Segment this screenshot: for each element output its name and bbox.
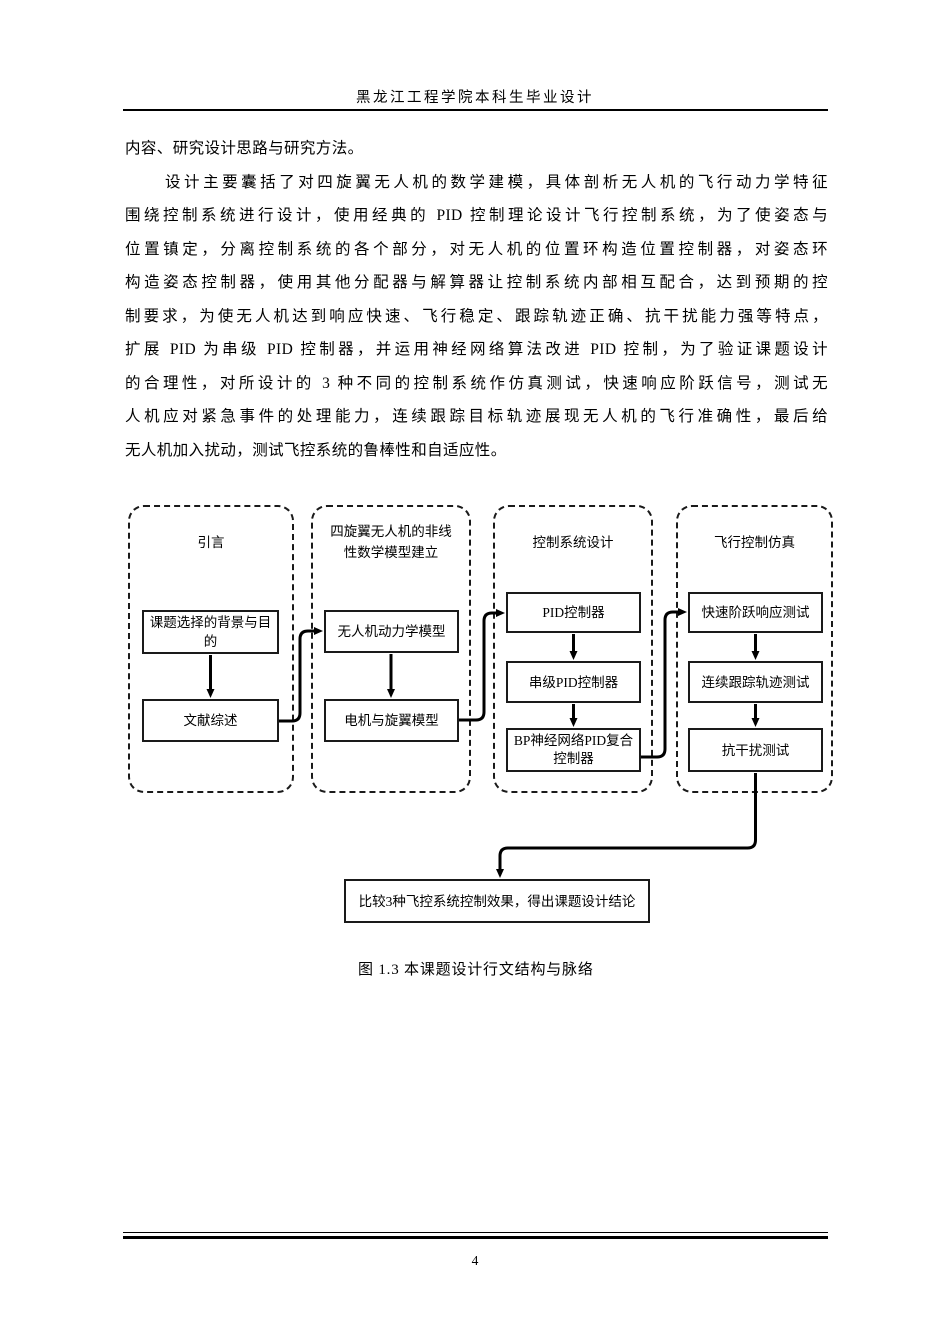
flowchart-node: PID控制器 — [506, 592, 641, 633]
paragraph-line: 人机应对紧急事件的处理能力，连续跟踪目标轨迹展现无人机的飞行准确性，最后给 — [125, 408, 828, 425]
stage-title: 四旋翼无人机的非线性数学模型建立 — [311, 518, 471, 566]
flowchart-conclusion-node: 比较3种飞控系统控制效果，得出课题设计结论 — [344, 879, 650, 923]
page-header-title: 黑龙江工程学院本科生毕业设计 — [356, 90, 594, 106]
paragraph-line: 位置镇定，分离控制系统的各个部分，对无人机的位置环构造位置控制器，对姿态环 — [125, 240, 828, 258]
stage-title: 引言 — [128, 518, 294, 566]
paragraph-line: 制要求，为使无人机达到响应快速、飞行稳定、跟踪轨迹正确、抗干扰能力强等特点， — [125, 307, 828, 325]
paragraph-line: 扩展 PID 为串级 PID 控制器，并运用神经网络算法改进 PID 控制，为了… — [125, 341, 828, 358]
flowchart-node: BP神经网络PID复合控制器 — [506, 728, 641, 772]
footer-rule-thick — [123, 1236, 828, 1239]
flowchart-node: 课题选择的背景与目的 — [142, 610, 279, 654]
flowchart-node: 文献综述 — [142, 699, 279, 742]
paragraph-line: 围绕控制系统进行设计，使用经典的 PID 控制理论设计飞行控制系统，为了使姿态与 — [125, 207, 828, 224]
stage-title-text: 四旋翼无人机的非线性数学模型建立 — [330, 524, 452, 560]
body-text: 内容、研究设计思路与研究方法。 设计主要囊括了对四旋翼无人机的数学建模，具体剖析… — [125, 137, 828, 472]
stage-title-text: 控制系统设计 — [532, 534, 614, 550]
stage-title: 控制系统设计 — [493, 518, 653, 566]
stage-title: 飞行控制仿真 — [676, 518, 833, 566]
flowchart-node: 串级PID控制器 — [506, 661, 641, 703]
paragraph-line: 构造姿态控制器，使用其他分配器与解算器让控制系统内部相互配合，达到预期的控 — [125, 274, 828, 291]
page-number: 4 — [471, 1253, 479, 1268]
flowchart-node: 电机与旋翼模型 — [324, 699, 459, 742]
paragraph-line: 内容、研究设计思路与研究方法。 — [125, 140, 364, 157]
paragraph-line: 的合理性，对所设计的 3 种不同的控制系统作仿真测试，快速响应阶跃信号，测试无 — [125, 374, 828, 392]
header-rule — [123, 109, 828, 111]
paragraph-line: 无人机加入扰动，测试飞控系统的鲁棒性和自适应性。 — [125, 441, 507, 459]
flowchart-node: 连续跟踪轨迹测试 — [688, 661, 823, 703]
figure-caption: 图 1.3 本课题设计行文结构与脉络 — [358, 962, 594, 978]
stage-title-text: 引言 — [197, 534, 225, 550]
flowchart-node: 无人机动力学模型 — [324, 610, 459, 653]
stage-title-text: 飞行控制仿真 — [714, 534, 795, 550]
flowchart-node: 快速阶跃响应测试 — [688, 592, 823, 633]
flowchart-node: 抗干扰测试 — [688, 728, 823, 772]
footer-rule-thin — [123, 1232, 828, 1233]
paragraph-line: 设计主要囊括了对四旋翼无人机的数学建模，具体剖析无人机的飞行动力学特征 — [165, 173, 828, 191]
